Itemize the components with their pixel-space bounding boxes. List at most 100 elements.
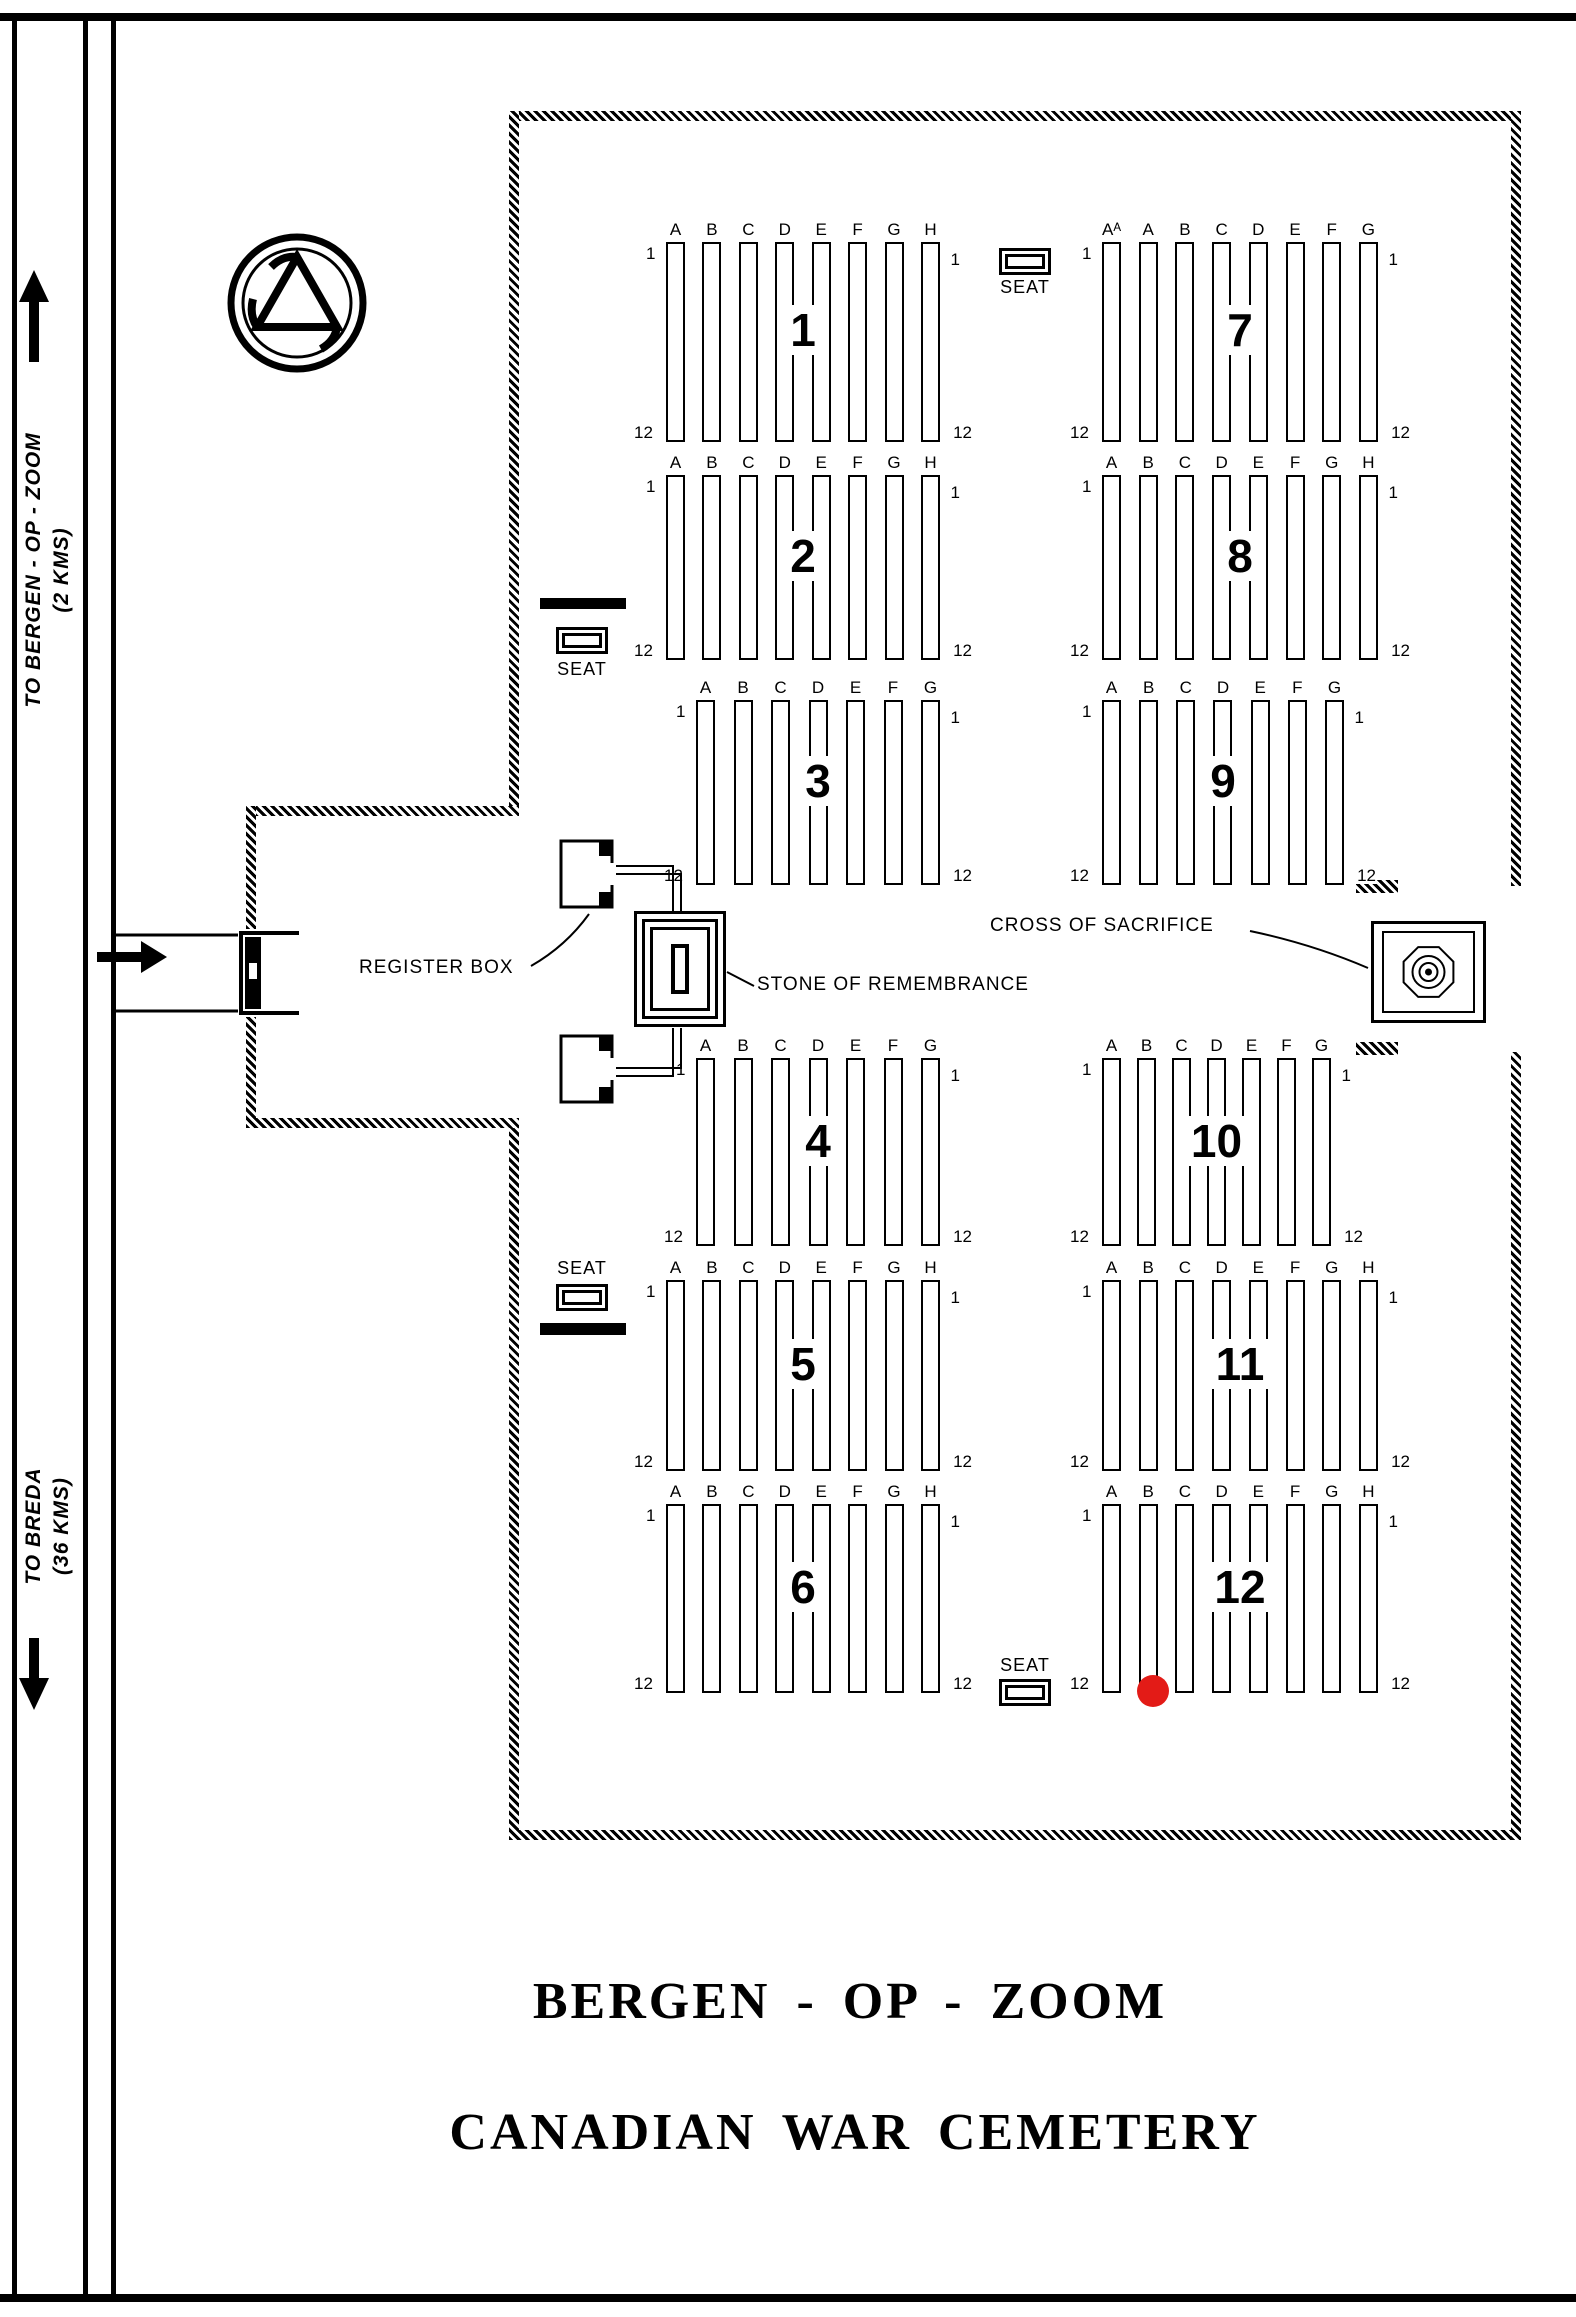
grave-number-bl: 12 (633, 1674, 654, 1693)
road-line-right (111, 21, 116, 2294)
grave-row-strip (1324, 700, 1344, 885)
row-letter: A (669, 453, 682, 472)
row-letter: F (1289, 453, 1301, 472)
grave-row-strip (846, 1058, 865, 1246)
grave-number-br: 12 (952, 866, 973, 885)
grave-row-strip (1285, 1280, 1305, 1471)
row-letter: C (1178, 1258, 1192, 1277)
grave-row-strip (848, 1504, 868, 1693)
row-letter: B (706, 453, 718, 472)
grave-row-strip (696, 700, 715, 885)
grave-number-br: 12 (952, 641, 973, 660)
road-line-left (83, 21, 88, 2294)
register-box-label: REGISTER BOX (359, 957, 514, 978)
grave-row-strip (884, 1280, 904, 1471)
seat-icon-west-upper (556, 627, 608, 654)
grave-row-strip (848, 242, 868, 442)
grave-row-strip (883, 700, 903, 885)
grave-number-br: 12 (952, 1452, 973, 1471)
grave-row-strip (771, 1058, 790, 1246)
frame-top-line (0, 13, 1576, 21)
grave-number-tl: 1 (645, 477, 657, 496)
grave-row-strip (1175, 242, 1195, 442)
forecourt-wall-bottom (246, 1118, 519, 1128)
stone-inner-rect (642, 919, 718, 1019)
grave-row-strip (1322, 1504, 1342, 1693)
row-letter: E (815, 1482, 827, 1501)
grave-number-tl: 1 (645, 244, 657, 263)
cross-recess-stub-bottom (1356, 1042, 1398, 1055)
cemetery-title-line1: BERGEN - OP - ZOOM (532, 1973, 1168, 2030)
boundary-wall-south (509, 1830, 1521, 1840)
row-letter: D (811, 678, 825, 697)
row-letter: F (887, 1036, 899, 1055)
boundary-wall-west-upper (509, 111, 519, 806)
row-letter: A (1105, 1482, 1118, 1501)
grave-row-strip (666, 242, 685, 442)
plot-number: 2 (780, 531, 826, 582)
grave-row-strip (1358, 242, 1378, 442)
grave-row-strip (666, 1280, 685, 1471)
stone-core (671, 944, 689, 994)
stone-of-remembrance-structure (634, 911, 726, 1027)
grave-row-strip (1102, 700, 1121, 885)
grave-row-strip (1285, 1504, 1305, 1693)
grave-number-bl: 12 (1069, 1227, 1090, 1246)
grave-number-tr: 1 (1387, 483, 1399, 502)
forecourt-wall-left-upper (246, 806, 256, 929)
row-letter: G (887, 1258, 901, 1277)
seat-icon-bottom (999, 1679, 1051, 1706)
row-letter: D (1216, 678, 1230, 697)
row-letter: A (669, 220, 682, 239)
row-letter: D (1210, 1036, 1223, 1055)
row-letter: D (1215, 453, 1228, 472)
plot-number: 6 (780, 1562, 826, 1613)
grave-number-br: 12 (952, 1674, 973, 1693)
row-letter: C (742, 453, 755, 472)
grave-row-strip (1102, 475, 1121, 660)
row-letter: H (924, 1258, 937, 1277)
row-letter: A (699, 1036, 712, 1055)
grave-number-br: 12 (952, 1227, 973, 1246)
grave-number-br: 12 (1390, 1452, 1411, 1471)
north-arrow-shaft (29, 300, 39, 362)
row-letter: D (778, 1482, 791, 1501)
boundary-wall-east-lower (1511, 1052, 1521, 1840)
row-letter: D (811, 1036, 825, 1055)
grave-number-tr: 1 (1340, 1066, 1352, 1085)
plot-number: 10 (1180, 1115, 1253, 1166)
seat-icon-top (999, 248, 1051, 275)
row-letter: F (852, 1258, 863, 1277)
row-letter: E (815, 1258, 827, 1277)
grave-number-tr: 1 (949, 1066, 961, 1085)
grave-row-strip (1102, 1280, 1121, 1471)
grave-row-strip (1285, 475, 1305, 660)
grave-number-br: 12 (1390, 423, 1411, 442)
seat-label-west-lower: SEAT (557, 1258, 607, 1278)
row-letter: F (1289, 1482, 1301, 1501)
row-letter: A (1142, 220, 1154, 239)
row-letter: G (923, 678, 938, 697)
grave-number-br: 12 (1343, 1227, 1364, 1246)
row-letter: B (1142, 1482, 1154, 1501)
seat-label-west-upper: SEAT (557, 659, 607, 679)
row-letter: D (778, 220, 791, 239)
row-letter: E (1252, 1258, 1264, 1277)
grave-number-br: 12 (952, 423, 973, 442)
plot-number: 8 (1217, 531, 1263, 582)
grave-row-strip (738, 1504, 758, 1693)
boundary-wall-east-upper (1511, 111, 1521, 886)
row-letter: G (1325, 1482, 1339, 1501)
